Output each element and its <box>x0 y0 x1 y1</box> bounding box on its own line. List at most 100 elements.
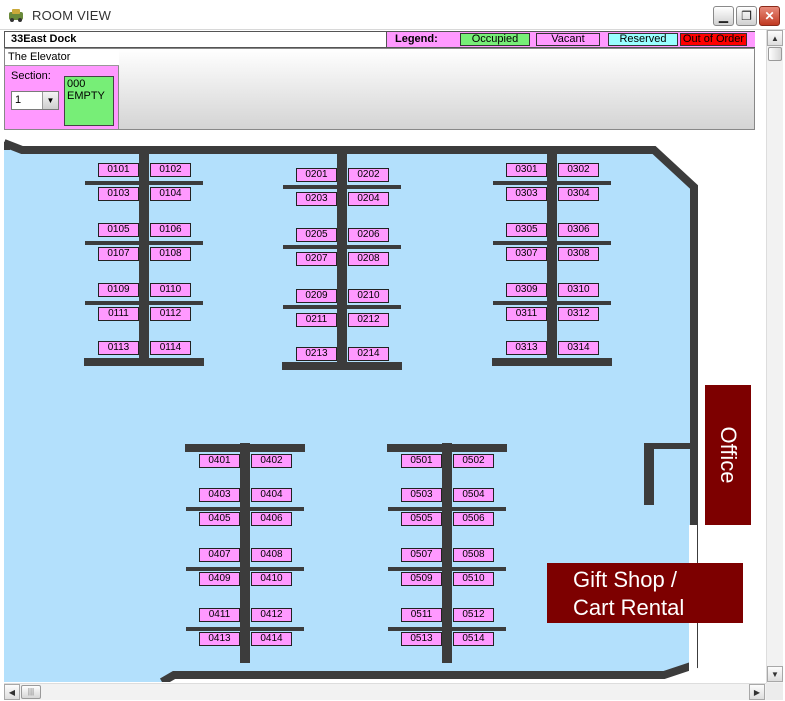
title-bar: ROOM VIEW ▁ ❐ ✕ <box>0 0 785 30</box>
room-slot[interactable]: 0206 <box>348 228 389 242</box>
resize-grip[interactable] <box>766 683 783 700</box>
vertical-scroll-thumb[interactable] <box>768 47 782 61</box>
room-slot[interactable]: 0414 <box>251 632 292 646</box>
room-slot[interactable]: 0314 <box>558 341 599 355</box>
room-slot[interactable]: 0504 <box>453 488 494 502</box>
room-slot[interactable]: 0411 <box>199 608 240 622</box>
room-slot[interactable]: 0204 <box>348 192 389 206</box>
room-slot[interactable]: 0514 <box>453 632 494 646</box>
room-slot[interactable]: 0508 <box>453 548 494 562</box>
giftshop-line1: Gift Shop / <box>573 567 677 592</box>
room-slot[interactable]: 0511 <box>401 608 442 622</box>
close-button[interactable]: ✕ <box>759 6 780 26</box>
floor-map <box>2 139 698 686</box>
room-slot[interactable]: 0213 <box>296 347 337 361</box>
room-slot[interactable]: 0111 <box>98 307 139 321</box>
dock-shelf <box>85 181 203 185</box>
room-slot[interactable]: 0210 <box>348 289 389 303</box>
room-slot[interactable]: 0509 <box>401 572 442 586</box>
chevron-down-icon[interactable]: ▼ <box>42 92 58 109</box>
room-slot[interactable]: 0307 <box>506 247 547 261</box>
room-slot[interactable]: 0302 <box>558 163 599 177</box>
room-slot[interactable]: 0410 <box>251 572 292 586</box>
room-slot[interactable]: 0405 <box>199 512 240 526</box>
dock-pier <box>442 443 452 663</box>
right-arrow-icon[interactable]: ▶ <box>749 684 765 700</box>
dock-shelf <box>85 241 203 245</box>
room-slot[interactable]: 0108 <box>150 247 191 261</box>
room-slot[interactable]: 0512 <box>453 608 494 622</box>
room-slot[interactable]: 0105 <box>98 223 139 237</box>
room-slot[interactable]: 0205 <box>296 228 337 242</box>
minimize-button[interactable]: ▁ <box>713 6 734 26</box>
room-slot[interactable]: 0214 <box>348 347 389 361</box>
room-slot[interactable]: 0505 <box>401 512 442 526</box>
room-slot[interactable]: 0502 <box>453 454 494 468</box>
dock-shelf <box>493 301 611 305</box>
room-slot[interactable]: 0208 <box>348 252 389 266</box>
room-slot[interactable]: 0402 <box>251 454 292 468</box>
dock-shelf <box>283 185 401 189</box>
room-slot[interactable]: 0312 <box>558 307 599 321</box>
room-slot[interactable]: 0506 <box>453 512 494 526</box>
room-slot[interactable]: 0110 <box>150 283 191 297</box>
room-slot[interactable]: 0301 <box>506 163 547 177</box>
room-slot[interactable]: 0114 <box>150 341 191 355</box>
room-slot[interactable]: 0407 <box>199 548 240 562</box>
dock-structures <box>84 150 612 663</box>
vertical-scrollbar[interactable]: ▲ ▼ <box>766 30 783 683</box>
room-slot[interactable]: 0303 <box>506 187 547 201</box>
room-slot[interactable]: 0113 <box>98 341 139 355</box>
down-arrow-icon[interactable]: ▼ <box>767 666 783 682</box>
room-slot[interactable]: 0304 <box>558 187 599 201</box>
dock-shelf <box>282 362 402 370</box>
restore-button[interactable]: ❐ <box>736 6 757 26</box>
room-slot[interactable]: 0203 <box>296 192 337 206</box>
room-slot[interactable]: 0404 <box>251 488 292 502</box>
room-slot[interactable]: 0212 <box>348 313 389 327</box>
room-slot[interactable]: 0202 <box>348 168 389 182</box>
horizontal-scrollbar[interactable]: ◀ ||| ▶ <box>4 683 766 700</box>
room-slot[interactable]: 0310 <box>558 283 599 297</box>
dock-shelf <box>186 507 304 511</box>
room-slot[interactable]: 0201 <box>296 168 337 182</box>
room-slot[interactable]: 0406 <box>251 512 292 526</box>
up-arrow-icon[interactable]: ▲ <box>767 30 783 46</box>
room-slot[interactable]: 0209 <box>296 289 337 303</box>
room-slot[interactable]: 0112 <box>150 307 191 321</box>
room-slot[interactable]: 0507 <box>401 548 442 562</box>
section-label: Section: <box>11 70 51 82</box>
section-value: 1 <box>15 94 22 106</box>
room-slot[interactable]: 0306 <box>558 223 599 237</box>
room-slot[interactable]: 0305 <box>506 223 547 237</box>
room-slot[interactable]: 0501 <box>401 454 442 468</box>
room-slot[interactable]: 0102 <box>150 163 191 177</box>
elevator-slot[interactable]: 000 EMPTY <box>64 76 114 126</box>
room-slot[interactable]: 0413 <box>199 632 240 646</box>
section-select[interactable]: 1 ▼ <box>11 91 59 110</box>
room-slot[interactable]: 0103 <box>98 187 139 201</box>
room-slot[interactable]: 0107 <box>98 247 139 261</box>
room-slot[interactable]: 0106 <box>150 223 191 237</box>
room-slot[interactable]: 0513 <box>401 632 442 646</box>
room-slot[interactable]: 0412 <box>251 608 292 622</box>
horizontal-scroll-thumb[interactable]: ||| <box>21 685 41 699</box>
room-slot[interactable]: 0104 <box>150 187 191 201</box>
room-slot[interactable]: 0211 <box>296 313 337 327</box>
room-slot[interactable]: 0401 <box>199 454 240 468</box>
room-slot[interactable]: 0503 <box>401 488 442 502</box>
room-slot[interactable]: 0311 <box>506 307 547 321</box>
room-slot[interactable]: 0207 <box>296 252 337 266</box>
giftshop-line2: Cart Rental <box>573 595 685 620</box>
room-slot[interactable]: 0313 <box>506 341 547 355</box>
room-slot[interactable]: 0309 <box>506 283 547 297</box>
room-slot[interactable]: 0101 <box>98 163 139 177</box>
room-slot[interactable]: 0109 <box>98 283 139 297</box>
room-slot[interactable]: 0409 <box>199 572 240 586</box>
left-arrow-icon[interactable]: ◀ <box>4 684 20 700</box>
room-slot[interactable]: 0403 <box>199 488 240 502</box>
room-slot[interactable]: 0308 <box>558 247 599 261</box>
room-slot[interactable]: 0510 <box>453 572 494 586</box>
room-slot[interactable]: 0408 <box>251 548 292 562</box>
giftshop-area: Gift Shop / Cart Rental <box>547 563 743 623</box>
